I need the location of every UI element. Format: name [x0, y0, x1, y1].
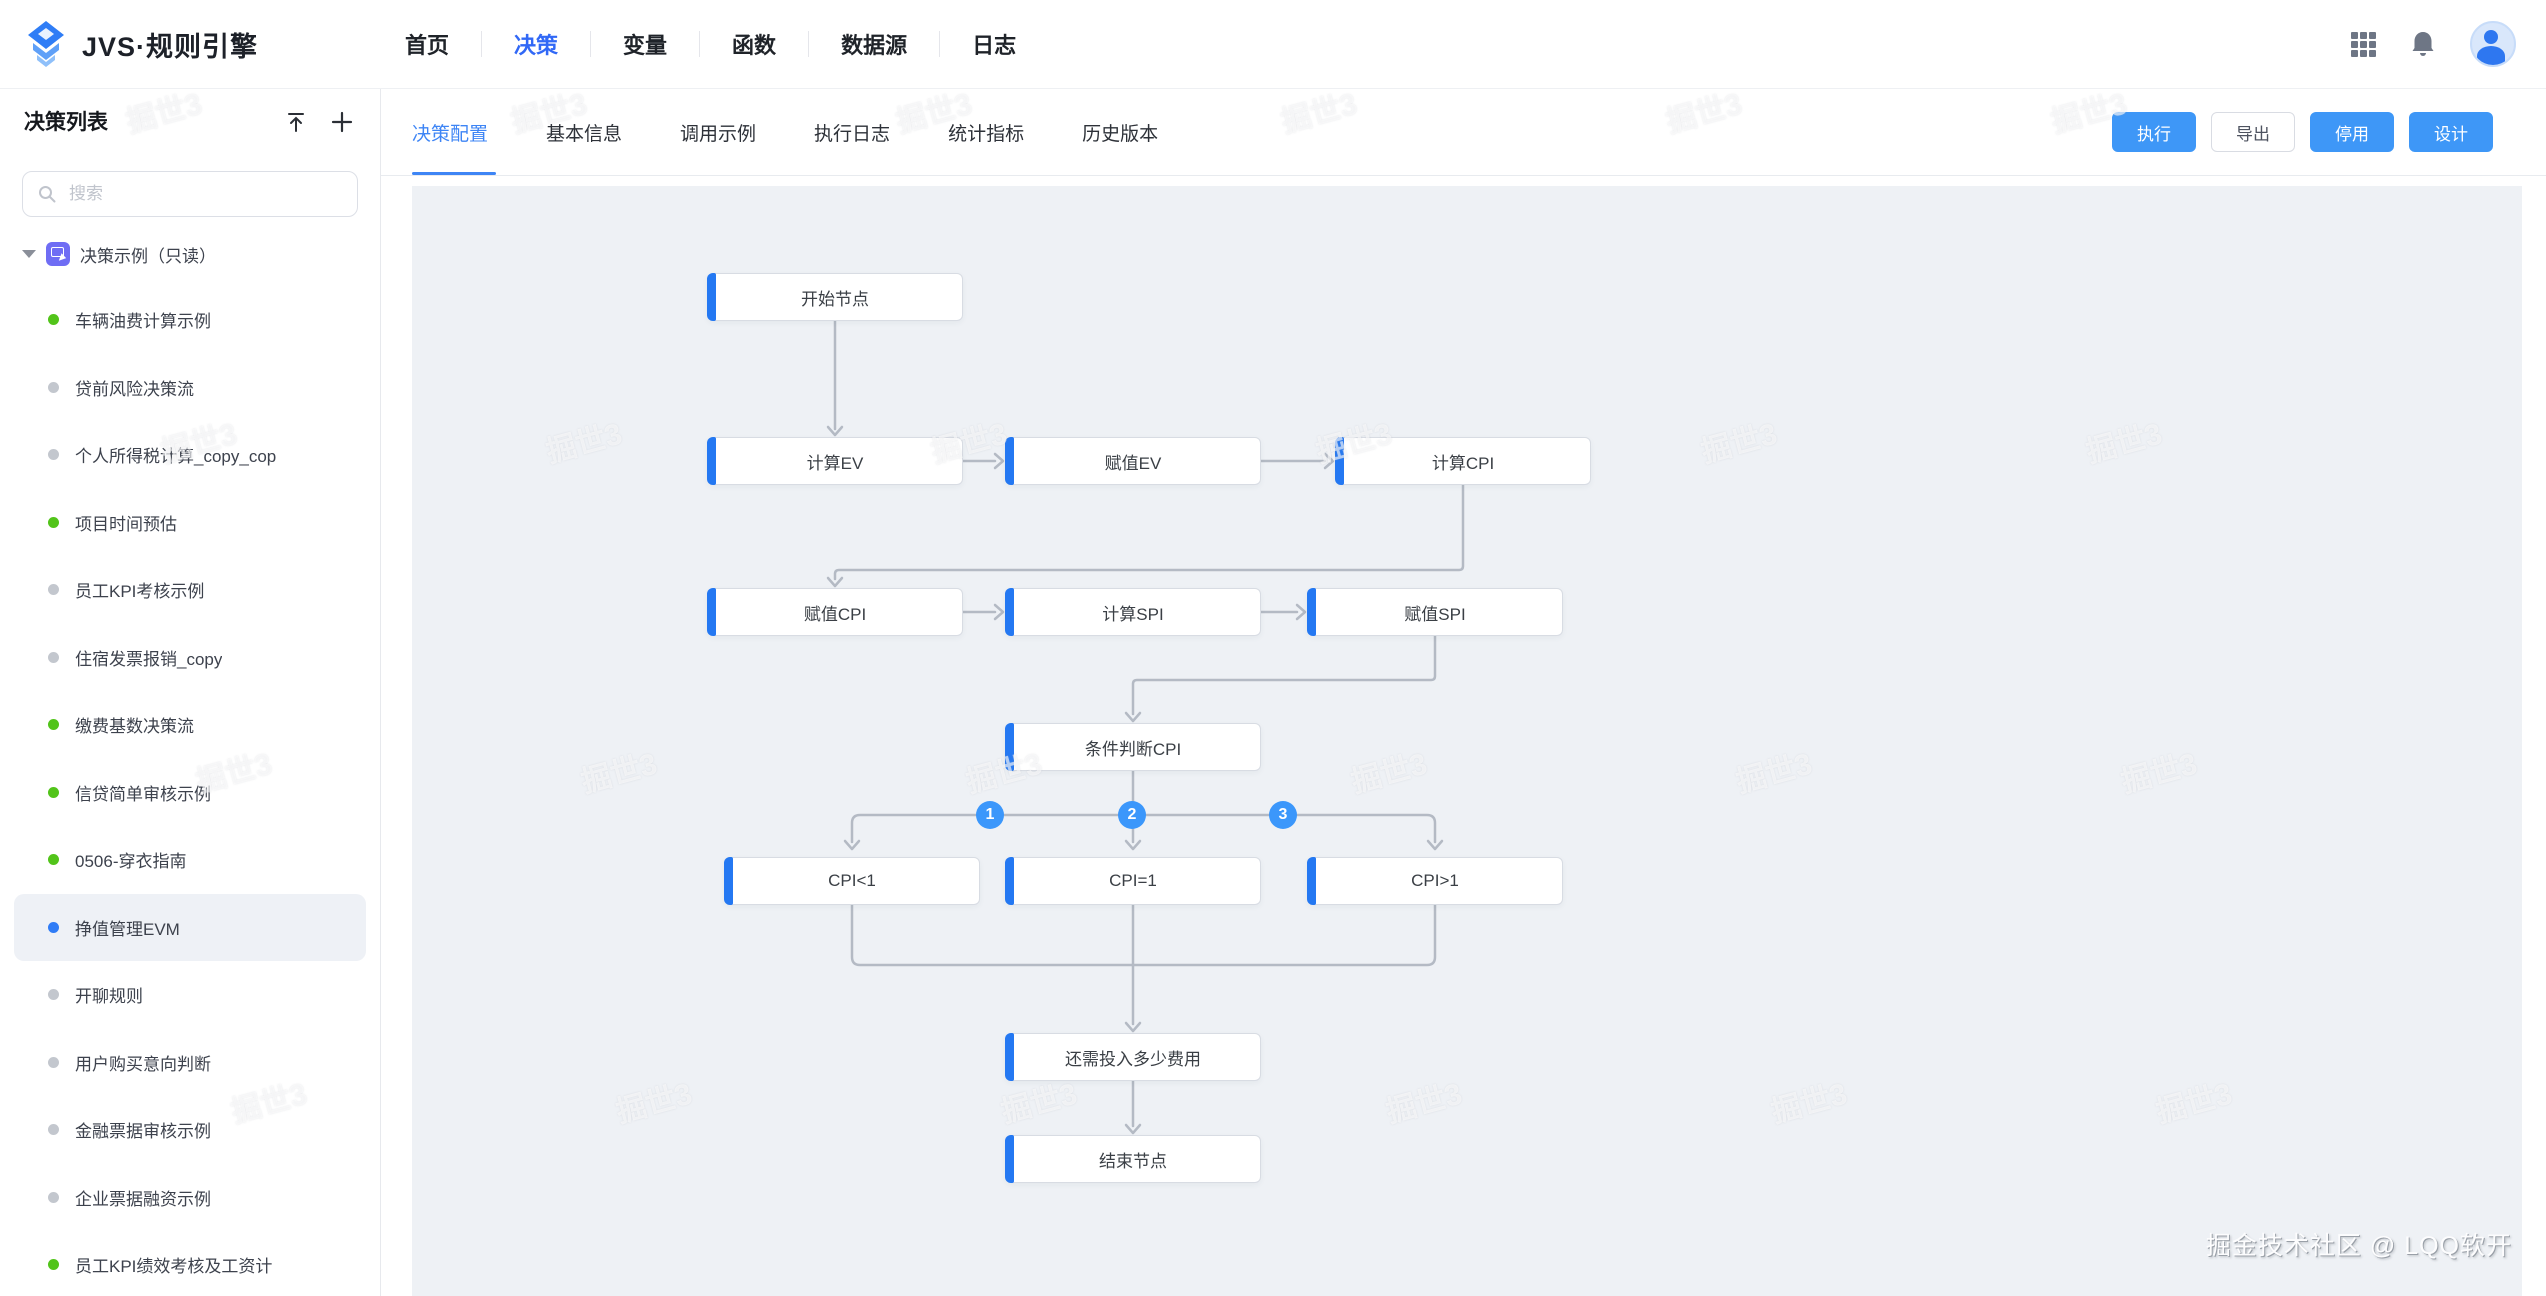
- flow-node-assign-spi[interactable]: 赋值SPI: [1307, 588, 1563, 636]
- nav-divider: [590, 31, 592, 57]
- flow-node-assign-cpi[interactable]: 赋值CPI: [707, 588, 963, 636]
- decision-list-sidebar: 决策列表 决策示例（只读） 车辆油费计算示例 贷前风险决策流: [0, 88, 381, 1296]
- nav-item-decision[interactable]: 决策: [514, 33, 559, 58]
- brand: JVS·规则引擎: [24, 0, 258, 88]
- top-navigation-bar: JVS·规则引擎 首页 决策 变量 函数 数据源 日志: [0, 0, 2546, 89]
- flow-node-calc-ev[interactable]: 计算EV: [707, 437, 963, 485]
- flow-node-cpi-gt-1[interactable]: CPI>1: [1307, 857, 1563, 905]
- status-dot: [48, 1056, 59, 1068]
- flow-node-cpi-eq-1[interactable]: CPI=1: [1005, 857, 1261, 905]
- status-dot: [48, 516, 59, 528]
- design-button[interactable]: 设计: [2409, 112, 2493, 152]
- list-item[interactable]: 用户购买意向判断: [0, 1029, 380, 1097]
- app-title: JVS·规则引擎: [82, 31, 259, 62]
- list-item[interactable]: 项目时间预估: [0, 489, 380, 557]
- status-dot: [48, 989, 59, 1001]
- active-tab-underline: [412, 172, 496, 175]
- tab-exec-log[interactable]: 执行日志: [814, 123, 891, 145]
- tab-decision-config[interactable]: 决策配置: [412, 123, 489, 145]
- toolbar: 执行 导出 停用 设计: [2112, 88, 2493, 176]
- list-item[interactable]: 员工KPI绩效考核及工资计: [0, 1231, 380, 1296]
- flow-node-calc-spi[interactable]: 计算SPI: [1005, 588, 1261, 636]
- status-dot: [48, 786, 59, 798]
- flow-node-start[interactable]: 开始节点: [707, 273, 963, 321]
- avatar-head: [2484, 30, 2498, 44]
- nav-item-datasource[interactable]: 数据源: [841, 33, 908, 58]
- flow-node-more-cost[interactable]: 还需投入多少费用: [1005, 1033, 1261, 1081]
- tab-stats[interactable]: 统计指标: [948, 123, 1025, 145]
- list-item-selected[interactable]: 挣值管理EVM: [14, 893, 366, 961]
- list-item[interactable]: 0506-穿衣指南: [0, 826, 380, 894]
- status-dot: [48, 584, 59, 596]
- search-icon: [37, 184, 57, 204]
- chevron-down-icon[interactable]: [22, 250, 36, 258]
- flow-edges: [826, 319, 1465, 1135]
- tree-root-label: 决策示例（只读）: [80, 246, 216, 266]
- status-dot: [48, 1191, 59, 1203]
- export-button[interactable]: 导出: [2211, 112, 2295, 152]
- nav-divider: [481, 31, 483, 57]
- tab-call-example[interactable]: 调用示例: [680, 123, 757, 145]
- nav-item-function[interactable]: 函数: [732, 33, 777, 58]
- export-icon[interactable]: [284, 110, 308, 134]
- tree-root-decision-examples[interactable]: 决策示例（只读）: [14, 234, 216, 274]
- flow-canvas[interactable]: 开始节点 计算EV 赋值EV 计算CPI 赋值CPI 计算SPI 赋值SPI 条…: [412, 186, 2522, 1296]
- status-dot: [48, 719, 59, 731]
- list-item[interactable]: 员工KPI考核示例: [0, 556, 380, 624]
- avatar-body: [2477, 46, 2505, 65]
- list-item[interactable]: 信贷简单审核示例: [0, 759, 380, 827]
- status-dot: [48, 651, 59, 663]
- status-dot: [48, 854, 59, 866]
- list-item[interactable]: 住宿发票报销_copy: [0, 624, 380, 692]
- apps-grid-icon[interactable]: [2350, 31, 2376, 57]
- sidebar-title: 决策列表: [24, 111, 108, 134]
- flow-node-calc-cpi[interactable]: 计算CPI: [1335, 437, 1591, 485]
- nav-divider: [939, 31, 941, 57]
- list-item[interactable]: 贷前风险决策流: [0, 354, 380, 422]
- flow-node-end[interactable]: 结束节点: [1005, 1135, 1261, 1183]
- decision-list: 车辆油费计算示例 贷前风险决策流 个人所得税计算_copy_cop 项目时间预估…: [0, 286, 380, 1296]
- tab-basic-info[interactable]: 基本信息: [546, 123, 623, 145]
- nav-right-actions: [2350, 0, 2516, 88]
- watermark-credit: 掘金技术社区 @ LQQ软开: [2205, 1232, 2512, 1260]
- flow-node-condition-cpi[interactable]: 条件判断CPI: [1005, 723, 1261, 771]
- branch-badge-3[interactable]: 3: [1269, 801, 1297, 829]
- branch-badge-2[interactable]: 2: [1118, 801, 1146, 829]
- nav-item-home[interactable]: 首页: [405, 33, 450, 58]
- tabs: 决策配置 基本信息 调用示例 执行日志 统计指标 历史版本: [412, 88, 1158, 176]
- plus-icon[interactable]: [330, 110, 354, 134]
- list-item[interactable]: 企业票据融资示例: [0, 1164, 380, 1232]
- sidebar-tools: [284, 110, 354, 134]
- status-dot: [48, 314, 59, 326]
- nav-item-variable[interactable]: 变量: [623, 33, 668, 58]
- disable-button[interactable]: 停用: [2310, 112, 2394, 152]
- status-dot: [48, 1259, 59, 1271]
- tab-bar: 决策配置 基本信息 调用示例 执行日志 统计指标 历史版本 执行 导出 停用 设…: [381, 88, 2546, 176]
- flow-node-assign-ev[interactable]: 赋值EV: [1005, 437, 1261, 485]
- search-box: [22, 171, 358, 217]
- list-item[interactable]: 缴费基数决策流: [0, 691, 380, 759]
- status-dot: [48, 381, 59, 393]
- list-item[interactable]: 车辆油费计算示例: [0, 286, 380, 354]
- folder-app-icon: [46, 242, 70, 266]
- main-nav: 首页 决策 变量 函数 数据源 日志: [405, 0, 1016, 88]
- list-item[interactable]: 开聊规则: [0, 961, 380, 1029]
- user-avatar[interactable]: [2470, 21, 2516, 67]
- tab-history[interactable]: 历史版本: [1082, 123, 1159, 145]
- list-item[interactable]: 个人所得税计算_copy_cop: [0, 421, 380, 489]
- list-item[interactable]: 金融票据审核示例: [0, 1096, 380, 1164]
- jvs-logo-icon: [24, 19, 68, 69]
- status-dot: [48, 1124, 59, 1136]
- search-input[interactable]: [67, 183, 343, 205]
- nav-divider: [699, 31, 701, 57]
- status-dot: [48, 449, 59, 461]
- status-dot: [48, 921, 59, 933]
- nav-divider: [808, 31, 810, 57]
- flow-node-cpi-lt-1[interactable]: CPI<1: [724, 857, 980, 905]
- bell-icon[interactable]: [2410, 30, 2436, 58]
- nav-item-log[interactable]: 日志: [972, 33, 1017, 58]
- branch-badge-1[interactable]: 1: [976, 801, 1004, 829]
- run-button[interactable]: 执行: [2112, 112, 2196, 152]
